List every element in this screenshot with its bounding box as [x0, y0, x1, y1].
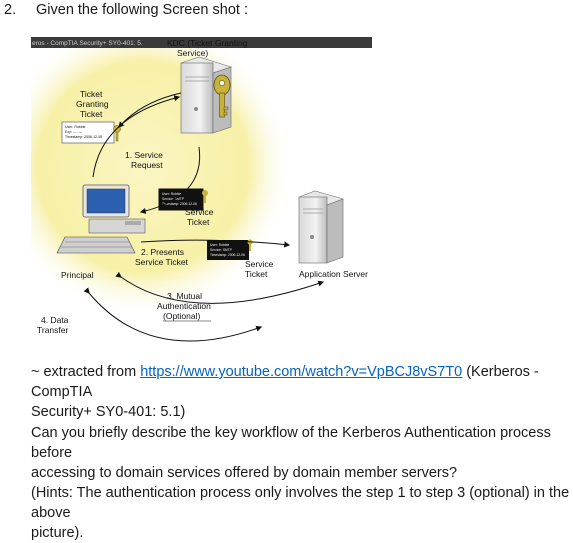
step3-label-3: (Optional) — [163, 311, 200, 321]
step2-label-1: 2. Presents — [141, 247, 184, 257]
tgt-label-2: Granting — [76, 99, 109, 109]
arrow-step2 — [140, 239, 291, 248]
youtube-link[interactable]: https://www.youtube.com/watch?v=VpBCJ8vS… — [140, 364, 463, 380]
step1-label-1: 1. Service — [125, 150, 163, 160]
step4-label-1: 4. Data — [41, 315, 69, 325]
st-field-user: User: Robbie — [162, 192, 181, 196]
service-ticket-label-1b: Ticket — [187, 217, 210, 227]
service-ticket-label-2a: Service — [245, 259, 274, 269]
st-field-timestamp: Timestamp: 2006-12-06 — [162, 202, 197, 206]
step1-label-2: Request — [131, 160, 163, 170]
key-icon — [202, 190, 208, 203]
workstation-icon — [56, 184, 146, 254]
prompt-line2: accessing to domain services offered by … — [31, 465, 458, 481]
prompt-line1: Can you briefly describe the key workflo… — [31, 425, 551, 461]
arrow-step1 — [92, 95, 181, 178]
st2-field-service: Service: SMTP — [210, 248, 233, 252]
app-server-label: Application Server — [299, 269, 368, 279]
st-field-service: Service: SMTP — [162, 197, 185, 201]
service-ticket-card-2: User: Robbie Service: SMTP Timestamp: 20… — [207, 239, 253, 260]
video-banner — [31, 37, 372, 48]
st2-field-timestamp: Timestamp: 2006-12-06 — [210, 253, 245, 257]
arrow-kdc-to-principal — [139, 146, 201, 214]
prompt-line3: (Hints: The authentication process only … — [31, 485, 570, 521]
key-icon — [213, 74, 231, 118]
kdc-server-icon — [180, 56, 232, 134]
service-ticket-card-1: User: Robbie Service: SMTP Timestamp: 20… — [158, 188, 208, 211]
question-text: Given the following Screen shot : — [36, 2, 248, 18]
step4-label-2: Transfer — [37, 325, 69, 335]
question-number: 2. — [4, 2, 17, 18]
tgt-field-timestamp: Timestamp: 2006-12-05 — [65, 135, 102, 139]
service-ticket-label-1a: Service — [185, 207, 214, 217]
tgt-field-exp: Exp: ---- --- — [65, 130, 83, 134]
source-suffix: (Kerberos - CompTIA — [31, 364, 539, 400]
tgt-ticket-card: User: Robbie Exp: ---- --- Timestamp: 20… — [61, 121, 121, 144]
source-line: ~ extracted from https://www.youtube.com… — [31, 362, 571, 422]
principal-label: Principal — [61, 270, 94, 280]
st2-field-user: User: Robbie — [210, 243, 229, 247]
arrow-step4 — [83, 287, 263, 342]
step2-label-2: Service Ticket — [135, 257, 189, 267]
kdc-label: KDC (Ticket Granting — [167, 38, 248, 48]
question-prompt: Can you briefly describe the key workflo… — [31, 423, 571, 543]
video-banner-text: eros - CompTIA Security+ SY0-401: 5. — [32, 40, 143, 47]
step3-label-2: Authentication — [157, 301, 211, 311]
prompt-line4: picture). — [31, 525, 84, 541]
kdc-label-line2: Service) — [177, 48, 208, 58]
tgt-label-3: Ticket — [80, 109, 103, 119]
tgt-field-user: User: Robbie — [65, 125, 85, 129]
application-server-icon — [298, 190, 344, 264]
source-prefix: ~ extracted from — [31, 364, 141, 380]
source-line2: Security+ SY0-401: 5.1) — [31, 404, 186, 420]
question-heading: 2. Given the following Screen shot : — [0, 2, 248, 18]
tgt-label-1: Ticket — [80, 89, 103, 99]
kerberos-diagram-screenshot: eros - CompTIA Security+ SY0-401: 5. KDC… — [31, 37, 372, 342]
service-ticket-label-2b: Ticket — [245, 269, 268, 279]
